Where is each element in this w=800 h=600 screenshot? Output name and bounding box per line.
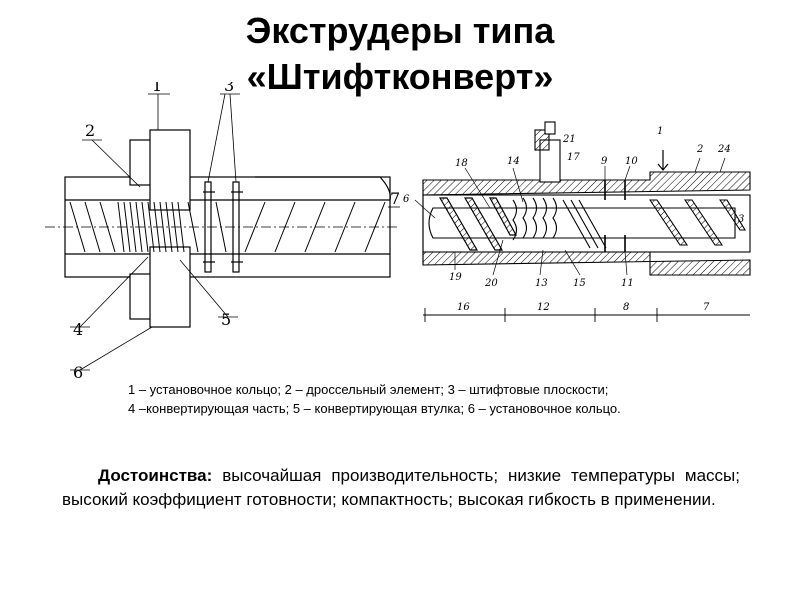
converting-zone	[512, 197, 607, 249]
metering-flights	[648, 199, 746, 246]
callout-label: 13	[535, 278, 548, 289]
callout-label: 2	[85, 121, 95, 140]
callout-label: 6	[73, 363, 83, 382]
dimension-ticks	[424, 308, 658, 322]
flow-arrow	[657, 150, 669, 171]
callout-label: 10	[625, 156, 638, 167]
callout-label: 1	[657, 126, 663, 137]
dimension-label: 7	[703, 302, 710, 313]
extruder-drawing-right: 21 17 1 2 24 18 14 9 10 6 3 19 20 13 15 …	[395, 120, 755, 330]
dimension-label: 12	[537, 302, 550, 313]
callout-label: 19	[449, 272, 462, 283]
setting-ring-top-outer	[149, 129, 191, 211]
callout-label: 3	[224, 82, 234, 95]
callout-label: 20	[484, 278, 498, 289]
advantages-body: высочайшая производительность; низкие те…	[62, 466, 740, 509]
leader-lines	[70, 93, 400, 371]
leader-lines	[414, 157, 726, 276]
callout-label: 4	[73, 320, 83, 339]
callout-label: 9	[601, 156, 608, 167]
callout-label: 7	[390, 189, 400, 208]
callout-label: 15	[573, 278, 586, 289]
legend-line-2: 4 –конвертирующая часть; 5 – конвертирую…	[128, 401, 621, 416]
left-callout-labels: 1 2 3 4 5 6 7	[73, 76, 400, 382]
advantages-text: Достоинства: высочайшая производительнос…	[62, 464, 740, 512]
callout-label: 5	[221, 310, 231, 329]
callout-label: 3	[738, 214, 744, 225]
barrel-lower-wall	[422, 251, 751, 276]
pin-housing-cap	[534, 129, 550, 151]
setting-ring-bottom-outer	[149, 246, 191, 328]
barrel-upper-wall	[422, 171, 751, 196]
extruder-assembly-drawing: 21 17 1 2 24 18 14 9 10 6 3 19 20 13 15 …	[403, 121, 751, 322]
dimension-labels: 16 12 8 7	[457, 302, 710, 313]
extruder-section-drawing: 1 2 3 4 5 6 7	[45, 76, 400, 382]
callout-label: 1	[152, 82, 162, 95]
screw-flights	[438, 197, 518, 251]
callout-label: 21	[562, 134, 576, 145]
right-callout-labels: 21 17 1 2 24 18 14 9 10 6 3 19 20 13 15 …	[403, 126, 744, 289]
advantages-paragraph: Достоинства: высочайшая производительнос…	[62, 464, 740, 512]
screw-flights	[69, 201, 386, 253]
callout-label: 17	[567, 152, 580, 163]
callout-label: 11	[621, 278, 634, 289]
pin-housing-top	[544, 121, 556, 135]
callout-label: 24	[717, 144, 731, 155]
dimension-label: 16	[457, 302, 470, 313]
figure-legend: 1 – установочное кольцо; 2 – дроссельный…	[128, 380, 768, 418]
page-title: Экструдеры типа «Штифтконверт»	[0, 8, 800, 100]
pins-row	[604, 180, 626, 252]
advantages-lead: Достоинства:	[98, 466, 213, 485]
callout-label: 14	[507, 156, 520, 167]
title-line-1: Экструдеры типа	[245, 10, 555, 51]
barrel-end-cap	[255, 176, 391, 201]
legend-line-1: 1 – установочное кольцо; 2 – дроссельный…	[128, 382, 609, 397]
extruder-drawing-left: 1 2 3 4 5 6 7	[40, 76, 405, 387]
title-line-2: «Штифтконверт»	[246, 56, 554, 97]
callout-label: 18	[455, 158, 468, 169]
dimension-label: 8	[623, 302, 629, 313]
callout-label: 6	[403, 194, 410, 205]
callout-label: 2	[696, 144, 703, 155]
